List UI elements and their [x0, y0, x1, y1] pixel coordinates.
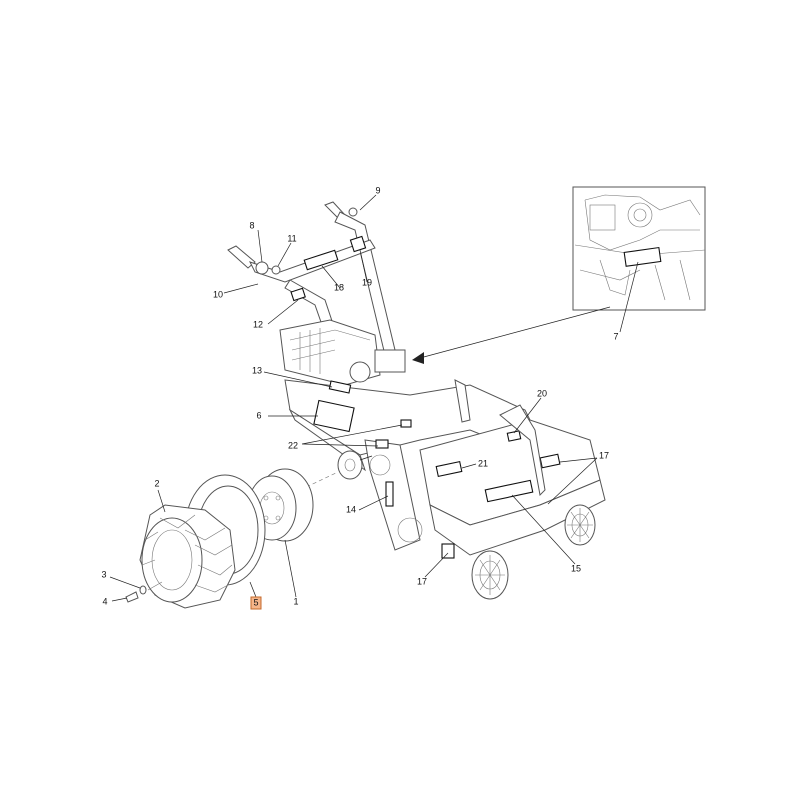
callout-14[interactable]: 14: [345, 504, 357, 515]
chassis: [284, 379, 606, 559]
decal-18: [303, 249, 339, 271]
decal-22b: [375, 439, 389, 449]
inset-pointer-arrow: [412, 306, 611, 364]
hub: [299, 450, 373, 491]
callout-1[interactable]: 1: [293, 596, 299, 607]
callout-19[interactable]: 19: [361, 277, 373, 288]
bolt-4: [125, 591, 139, 603]
callout-11[interactable]: 11: [287, 233, 297, 244]
callout-20[interactable]: 20: [536, 388, 548, 399]
decal-7: [623, 246, 662, 267]
callout-5[interactable]: 5: [250, 596, 262, 610]
callout-6[interactable]: 6: [256, 410, 262, 421]
decal-12: [290, 287, 306, 302]
decal-13: [328, 380, 352, 394]
decal-17a: [539, 453, 561, 469]
callout-21[interactable]: 21: [477, 458, 489, 469]
decal-20: [506, 430, 522, 442]
engine: [279, 319, 406, 386]
callout-3[interactable]: 3: [101, 569, 107, 580]
decal-14: [385, 481, 394, 507]
callout-17-bottom[interactable]: 17: [416, 576, 428, 587]
lever-8: [255, 261, 269, 275]
decal-6: [313, 399, 355, 433]
detail-inset: [572, 186, 706, 333]
callout-7[interactable]: 7: [613, 331, 619, 342]
paddle-tyre: [139, 504, 236, 609]
decal-17b: [441, 543, 455, 559]
callout-18[interactable]: 18: [333, 282, 345, 293]
lever-9: [348, 207, 358, 217]
callout-8[interactable]: 8: [249, 220, 255, 231]
decal-15: [484, 479, 534, 503]
washer-3: [139, 585, 147, 595]
callout-13[interactable]: 13: [251, 365, 263, 376]
callout-22[interactable]: 22: [287, 440, 299, 451]
callout-4[interactable]: 4: [102, 596, 108, 607]
leader-lines: [109, 194, 598, 602]
lever-11: [271, 265, 281, 275]
decal-21: [435, 460, 463, 478]
callout-10[interactable]: 10: [212, 289, 224, 300]
callout-17-right[interactable]: 17: [598, 450, 610, 461]
decal-19: [349, 235, 367, 253]
decal-22a: [400, 419, 412, 428]
callout-12[interactable]: 12: [252, 319, 264, 330]
front-wheels: [471, 504, 596, 600]
callout-9[interactable]: 9: [375, 185, 381, 196]
callout-2[interactable]: 2: [154, 478, 160, 489]
callout-15[interactable]: 15: [570, 563, 582, 574]
bolt-and-washer: [125, 585, 147, 603]
